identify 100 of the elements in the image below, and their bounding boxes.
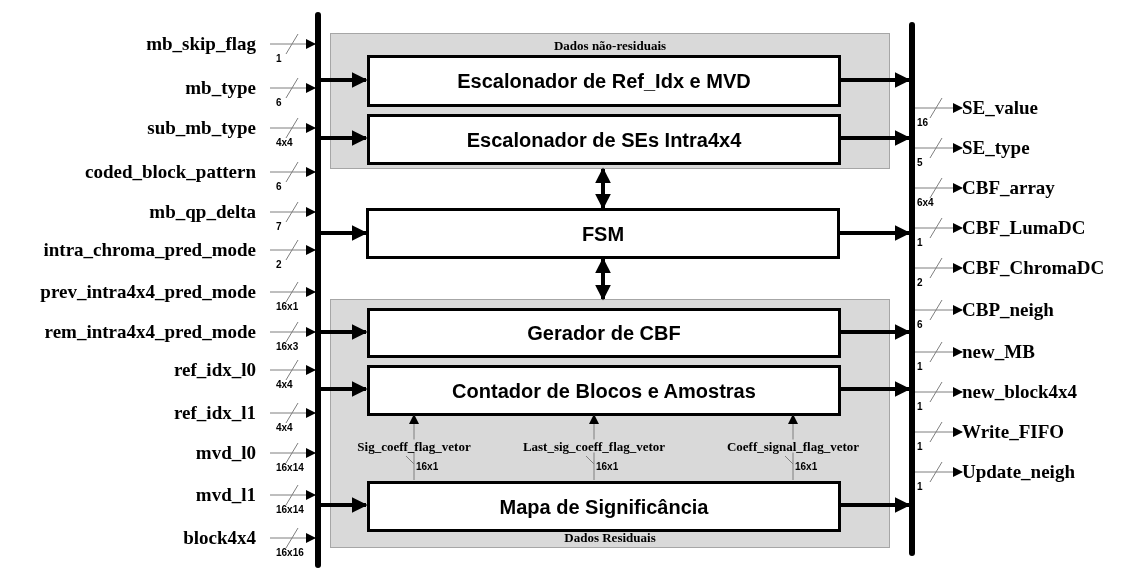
signal-arrow	[269, 448, 316, 458]
signal-arrow	[269, 327, 316, 337]
group-panel	[330, 299, 890, 548]
process-box	[367, 308, 841, 358]
bit-width-label: 16x1	[596, 462, 619, 472]
group-title: Dados Residuais	[564, 531, 656, 544]
signal-arrow	[269, 490, 316, 500]
bit-width-label: 1	[917, 442, 923, 452]
bus-arrow	[321, 130, 368, 146]
edge-label: Last_sig_coeff_flag_vetor	[520, 439, 668, 453]
group-panel	[330, 33, 890, 169]
bit-width-label: 1	[917, 238, 923, 248]
process-box	[367, 114, 841, 165]
bit-width-label: 1	[917, 482, 923, 492]
bus-arrow	[321, 324, 368, 340]
bus-arrow	[321, 381, 368, 397]
bus-arrow	[840, 324, 911, 340]
bus-arrow	[321, 72, 368, 88]
signal-arrow	[269, 533, 316, 543]
bit-width-label: 16x16	[276, 548, 304, 558]
bit-width-label: 7	[276, 222, 282, 232]
bit-width-label: 16x3	[276, 342, 299, 352]
signal-name: new_block4x4	[962, 379, 1144, 405]
bus-arrow	[840, 497, 911, 513]
bit-width-label: 6	[276, 182, 282, 192]
signal-arrow	[914, 183, 963, 193]
signal-arrow	[269, 167, 316, 177]
bit-width-label: 16	[917, 118, 929, 128]
block-title: Escalonador de SEs Intra4x4	[466, 127, 742, 153]
bit-width-label: 1	[276, 54, 282, 64]
signal-name: prev_intra4x4_pred_mode	[0, 279, 270, 305]
bus-arrow	[840, 381, 911, 397]
bit-width-label: 4x4	[276, 423, 293, 433]
signal-name: new_MB	[962, 339, 1144, 365]
signal-arrow	[914, 263, 963, 273]
signal-arrow	[269, 207, 316, 217]
bus-arrow	[321, 225, 368, 241]
signal-name: mb_type	[0, 75, 270, 101]
bit-width-label: 16x1	[276, 302, 299, 312]
block-title: Escalonador de Ref_Idx e MVD	[457, 69, 751, 94]
signal-name: CBF_LumaDC	[962, 215, 1144, 241]
edge-label: Sig_coeff_flag_vetor	[355, 439, 473, 453]
bus-arrow	[840, 225, 911, 241]
bus-bar	[909, 22, 915, 556]
bit-width-label: 6	[917, 320, 923, 330]
bit-width-label: 2	[917, 278, 923, 288]
bus-bar	[315, 12, 321, 568]
bus-arrow	[595, 257, 611, 301]
signal-name: CBF_array	[962, 175, 1144, 201]
signal-name: CBF_ChromaDC	[962, 255, 1144, 281]
signal-arrow	[914, 467, 963, 477]
bus-arrow	[840, 130, 911, 146]
bit-width-label: 4x4	[276, 380, 293, 390]
signal-name: Update_neigh	[962, 459, 1144, 485]
bit-width-label: 16x14	[276, 505, 304, 515]
process-box	[367, 481, 841, 532]
signal-name: CBP_neigh	[962, 297, 1144, 323]
bus-arrow	[321, 497, 368, 513]
signal-arrow	[914, 347, 963, 357]
edge-label: Coeff_signal_flag_vetor	[724, 439, 862, 453]
signal-arrow	[269, 123, 316, 133]
block-title: Contador de Blocos e Amostras	[452, 378, 756, 404]
bus-arrow	[595, 167, 611, 210]
signal-arrow	[914, 223, 963, 233]
signal-arrow	[269, 83, 316, 93]
signal-arrow	[269, 408, 316, 418]
process-box	[367, 365, 841, 416]
process-box	[367, 55, 841, 107]
signal-name: SE_value	[962, 95, 1144, 121]
block-title: FSM	[581, 221, 625, 247]
signal-name: ref_idx_l1	[0, 400, 270, 426]
signal-arrow	[914, 427, 963, 437]
process-box	[366, 208, 840, 259]
signal-name: block4x4	[0, 525, 270, 551]
signal-name: SE_type	[962, 135, 1144, 161]
signal-arrow	[269, 287, 316, 297]
group-title: Dados não-residuais	[553, 39, 667, 52]
bit-width-label: 6	[276, 98, 282, 108]
signal-arrow	[914, 103, 963, 113]
signal-name: sub_mb_type	[0, 115, 270, 141]
bit-width-label: 1	[917, 402, 923, 412]
signal-name: ref_idx_l0	[0, 357, 270, 383]
signal-arrow	[914, 143, 963, 153]
block-title: Gerador de CBF	[527, 321, 681, 346]
signal-name: intra_chroma_pred_mode	[0, 237, 270, 263]
bit-width-label: 16x1	[416, 462, 439, 472]
bit-width-label: 4x4	[276, 138, 293, 148]
signal-name: mb_skip_flag	[0, 31, 270, 57]
bus-arrow	[840, 72, 911, 88]
signal-arrow	[269, 245, 316, 255]
signal-arrow	[269, 39, 316, 49]
bit-width-label: 16x1	[795, 462, 818, 472]
signal-name: mvd_l1	[0, 482, 270, 508]
bit-width-label: 5	[917, 158, 923, 168]
signal-name: mb_qp_delta	[0, 199, 270, 225]
signal-arrow	[914, 387, 963, 397]
signal-arrow	[269, 365, 316, 375]
signal-arrow	[914, 305, 963, 315]
signal-name: mvd_l0	[0, 440, 270, 466]
bit-width-label: 2	[276, 260, 282, 270]
